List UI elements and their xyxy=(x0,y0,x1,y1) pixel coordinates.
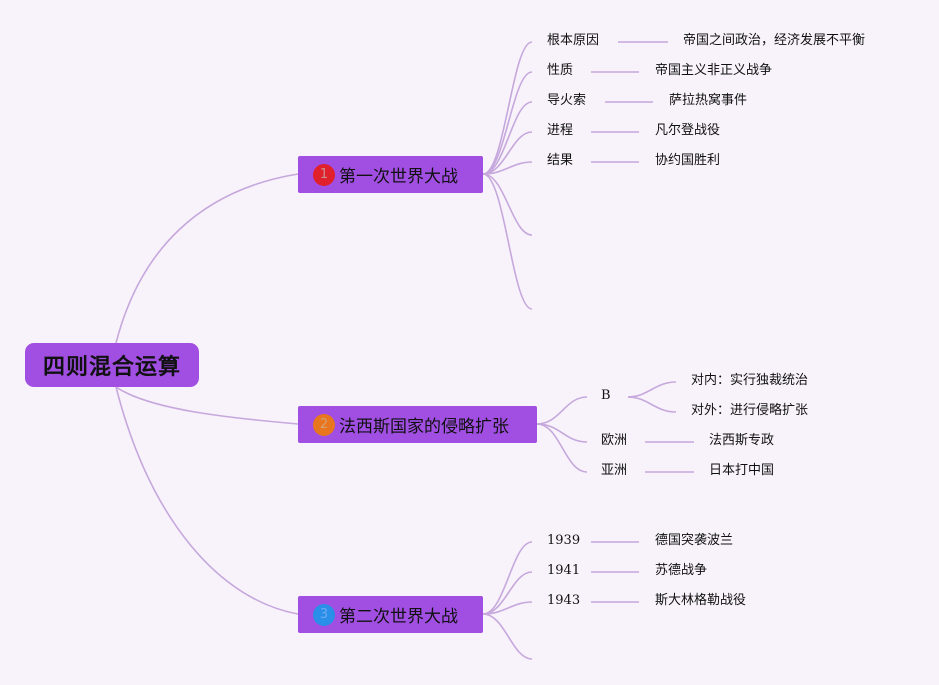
branch-label: 法西斯国家的侵略扩张 xyxy=(339,417,509,437)
topic-value[interactable]: 法西斯专政 xyxy=(709,433,775,448)
root-label: 四则混合运算 xyxy=(42,355,181,380)
topic-label[interactable]: 进程 xyxy=(547,123,574,138)
topic-label[interactable]: 1941 xyxy=(547,563,581,578)
topic-label[interactable]: 1943 xyxy=(547,593,581,608)
branch-1-child-connector xyxy=(482,173,533,236)
topic-value[interactable]: 斯大林格勒战役 xyxy=(655,593,747,608)
branch-3-child-connector xyxy=(482,613,533,660)
branch-node-ww2[interactable]: 3 第二次世界大战 xyxy=(298,596,483,633)
branch-1-child-connector xyxy=(482,101,533,175)
sub-child-connector xyxy=(627,396,677,413)
topic-label[interactable]: 亚洲 xyxy=(601,463,628,478)
number-badge-icon: 2 xyxy=(313,413,335,436)
root-node[interactable]: 四则混合运算 xyxy=(25,343,199,387)
branch-1-child-connector xyxy=(482,71,533,175)
topic-label[interactable]: 性质 xyxy=(547,63,574,78)
topic-label[interactable]: 1939 xyxy=(547,533,581,548)
topic-value[interactable]: 对外：进行侵略扩张 xyxy=(691,403,809,418)
topic-value[interactable]: 日本打中国 xyxy=(709,463,775,478)
branch-node-fascist-expansion[interactable]: 2 法西斯国家的侵略扩张 xyxy=(298,406,537,443)
topic-label[interactable]: 结果 xyxy=(547,153,574,168)
topic-value[interactable]: 协约国胜利 xyxy=(655,153,721,168)
sub-child-connector xyxy=(627,381,677,398)
topic-label[interactable]: B xyxy=(601,388,611,403)
branch-node-ww1[interactable]: 1 第一次世界大战 xyxy=(298,156,483,193)
root-to-branch-1-connector xyxy=(115,173,299,344)
root-to-branch-3-connector xyxy=(115,386,299,615)
topic-value[interactable]: 对内：实行独裁统治 xyxy=(691,373,809,388)
topic-value[interactable]: 帝国之间政治，经济发展不平衡 xyxy=(683,33,866,48)
number-badge-icon: 3 xyxy=(313,603,335,626)
branch-3-child-connector xyxy=(482,601,533,615)
branch-label: 第一次世界大战 xyxy=(339,167,458,187)
branch-label: 第二次世界大战 xyxy=(339,607,458,627)
topic-value[interactable]: 德国突袭波兰 xyxy=(655,533,734,548)
branch-2-child-connector xyxy=(536,396,588,425)
root-to-branch-2-connector xyxy=(115,386,299,425)
branch-3-child-connector xyxy=(482,541,533,615)
topic-label[interactable]: 根本原因 xyxy=(547,33,600,48)
topic-value[interactable]: 凡尔登战役 xyxy=(655,123,721,138)
topic-label[interactable]: 导火索 xyxy=(547,93,587,108)
branch-1-child-connector xyxy=(482,173,533,310)
branch-1-child-connector xyxy=(482,161,533,175)
branch-1-child-connector xyxy=(482,41,533,175)
topic-value[interactable]: 萨拉热窝事件 xyxy=(669,93,748,108)
topic-value[interactable]: 帝国主义非正义战争 xyxy=(655,63,773,78)
branch-2-child-connector xyxy=(536,423,588,473)
number-badge-icon: 1 xyxy=(313,163,335,186)
topic-value[interactable]: 苏德战争 xyxy=(655,563,708,578)
topic-label[interactable]: 欧洲 xyxy=(601,433,628,448)
